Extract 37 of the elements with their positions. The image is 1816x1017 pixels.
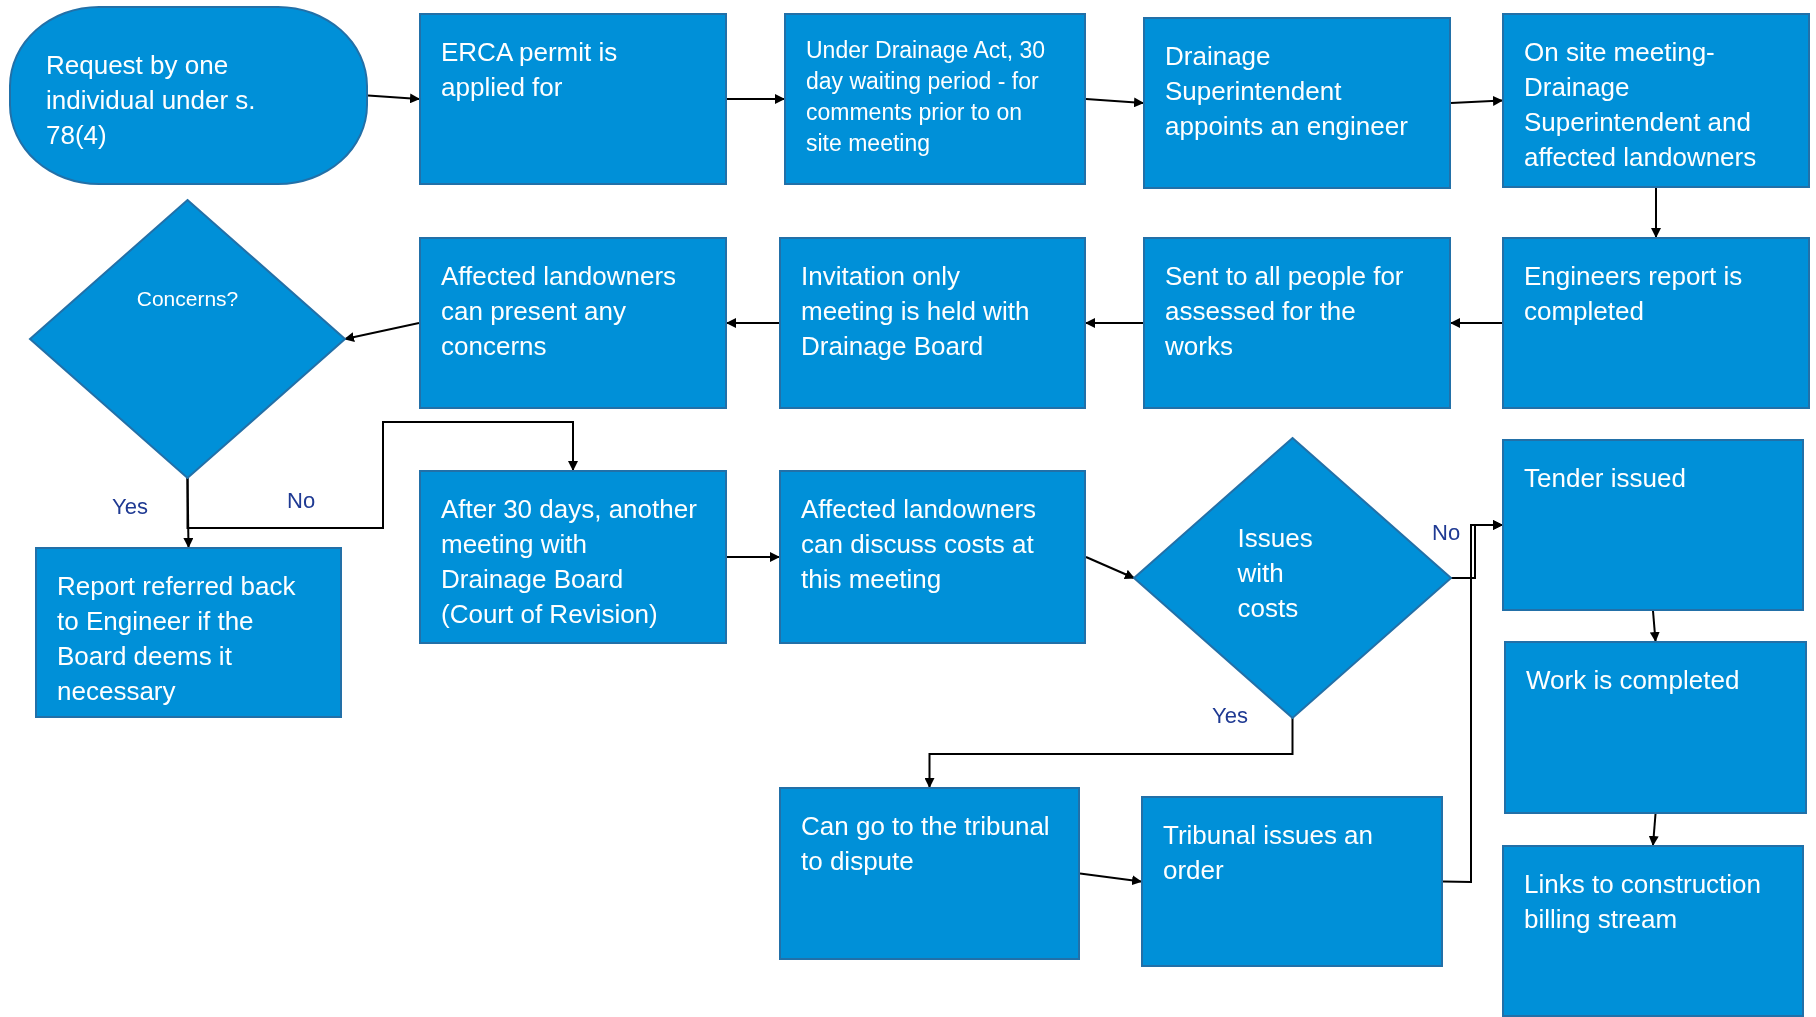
arrow: [1648, 813, 1659, 846]
process-box: Sent to all people for assessed for the works: [1143, 237, 1451, 409]
arrow: [367, 93, 420, 104]
arrow: [1085, 318, 1144, 328]
decision-diamond: [30, 200, 345, 478]
process-box: Tribunal issues an order: [1141, 796, 1443, 967]
arrow: [924, 717, 1294, 788]
arrow: [1450, 95, 1503, 106]
start-terminal: Request by one individual under s. 78(4): [9, 6, 368, 185]
arrow: [344, 322, 420, 342]
process-box: After 30 days, another meeting with Drainage Board (Court of Revision): [419, 470, 727, 644]
process-box: ERCA permit is applied for: [419, 13, 727, 185]
process-box: Report referred back to Engineer if the Board deems it necessary: [35, 547, 342, 718]
arrow: [1450, 318, 1503, 328]
arrow: [1649, 610, 1660, 642]
process-box: Tender issued: [1502, 439, 1804, 611]
process-box: Drainage Superintendent appoints an engineer: [1143, 17, 1451, 189]
process-box: Work is completed: [1504, 641, 1807, 814]
arrow: [186, 421, 578, 529]
process-box: Links to construction billing stream: [1502, 845, 1804, 1017]
arrow: [1651, 187, 1661, 238]
arrow: [726, 94, 785, 104]
arrow: [726, 552, 780, 562]
process-box: Invitation only meeting is held with Drainage Board: [779, 237, 1086, 409]
decision-text: Issues with costs: [1237, 521, 1314, 625]
arrow: [726, 318, 780, 328]
decision-text: Concerns?: [136, 286, 239, 312]
process-box: On site meeting- Drainage Superintendent and affected landowners: [1502, 13, 1810, 188]
arrow: [1442, 520, 1503, 883]
arrow: [1085, 97, 1144, 108]
arrow: [1085, 556, 1135, 579]
process-box: Affected landowners can discuss costs at this meeting: [779, 470, 1086, 644]
process-box: Under Drainage Act, 30 day waiting period - for comments prior to on site meeting: [784, 13, 1086, 185]
process-box: Engineers report is completed: [1502, 237, 1810, 409]
process-box: Can go to the tribunal to dispute: [779, 787, 1080, 960]
process-box: Affected landowners can present any concerns: [419, 237, 727, 409]
arrow: [1079, 872, 1142, 886]
